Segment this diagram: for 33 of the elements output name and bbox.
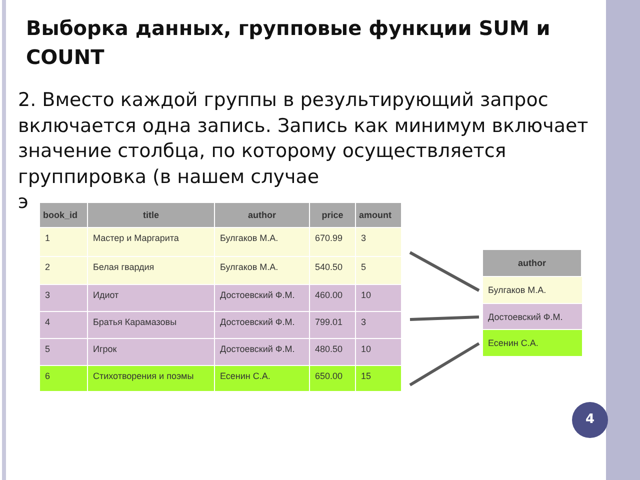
column-header: author: [483, 250, 582, 277]
cell-text: Идиот: [88, 285, 215, 312]
table-row-group: [40, 366, 402, 392]
cut-text: э: [18, 190, 28, 215]
cell-text: Братья Карамазовы: [88, 312, 215, 339]
table-row-group: [40, 285, 402, 366]
table-row: Достоевский Ф.М.: [483, 304, 582, 330]
slide-title: Выборка данных, групповые функции SUM и COUNT: [26, 15, 552, 71]
cell-text: Достоевский Ф.М.: [215, 285, 310, 312]
cell-text: 6: [40, 366, 88, 392]
cell-text: 4: [40, 312, 88, 339]
cell-text: 10: [356, 285, 402, 312]
cell-text: 650.00: [310, 366, 356, 392]
connector-line: [409, 342, 480, 386]
cell-text: Булгаков М.А.: [215, 228, 310, 256]
table-row: Есенин С.А.: [483, 330, 582, 357]
connector-line: [409, 251, 480, 292]
cell-text: 3: [356, 228, 402, 256]
cell-text: 3: [356, 312, 402, 339]
connector-line: [410, 316, 480, 321]
cell-text: 460.00: [310, 285, 356, 312]
cell-text: Есенин С.А.: [215, 366, 310, 392]
cell-text: Стихотворения и поэмы: [88, 366, 215, 392]
cell-text: 15: [356, 366, 402, 392]
cell-text: 3: [40, 285, 88, 312]
cell-text: 670.99: [310, 228, 356, 256]
cell-text: Достоевский Ф.М.: [215, 312, 310, 339]
page-number: 4: [572, 402, 608, 438]
cell-text: 1: [40, 228, 88, 256]
table-row-group: [40, 228, 402, 285]
cell-text: Мастер и Маргарита: [88, 228, 215, 256]
cell-text: 799.01: [310, 312, 356, 339]
table-row: Булгаков М.А.: [483, 277, 582, 304]
